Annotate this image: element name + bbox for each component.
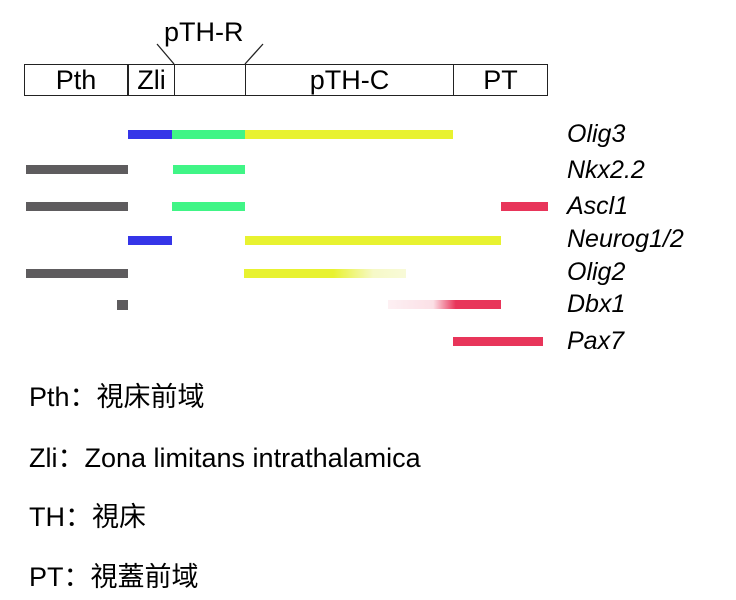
legend-zli: Zli：Zona limitans intrathalamica — [29, 443, 421, 473]
region-pt: PT — [453, 64, 548, 96]
region-pth-c: pTH-C — [245, 64, 454, 96]
olig2-pth-bar — [26, 269, 128, 278]
gene-label-ascl1: Ascl1 — [567, 192, 629, 220]
legend-pth: Pth：視床前域 — [29, 382, 205, 412]
ptr-label: pTH-R — [164, 17, 244, 47]
region-zli: Zli — [128, 64, 175, 96]
pax7-pt-bar — [453, 337, 543, 346]
ascl1-pt-bar — [501, 202, 548, 211]
gene-label-neurog: Neurog1/2 — [567, 225, 684, 253]
olig3-ptr-bar — [172, 130, 245, 139]
ptr-bracket — [156, 43, 264, 65]
region-pth: Pth — [24, 64, 128, 96]
dbx1-gradient-bar — [388, 300, 501, 309]
region-ptr — [174, 64, 246, 96]
gene-label-dbx1: Dbx1 — [567, 290, 626, 318]
olig3-pthc-bar — [245, 130, 453, 139]
neurog-zli-bar — [128, 236, 172, 245]
legend-pt: PT：視蓋前域 — [29, 562, 199, 592]
ascl1-ptr-bar — [172, 202, 245, 211]
nkx22-ptr-bar — [173, 165, 245, 174]
olig2-pthc-gradient-bar — [244, 269, 406, 278]
ascl1-pth-bar — [26, 202, 128, 211]
gene-label-olig3: Olig3 — [567, 120, 626, 148]
dbx1-pth-mark — [117, 300, 128, 310]
nkx22-pth-bar — [26, 165, 128, 174]
gene-label-nkx22: Nkx2.2 — [567, 156, 645, 184]
neurog-pthc-bar — [245, 236, 501, 245]
legend-th: TH：視床 — [29, 502, 146, 532]
gene-label-pax7: Pax7 — [567, 327, 624, 355]
gene-label-olig2: Olig2 — [567, 258, 626, 286]
olig3-zli-bar — [128, 130, 172, 139]
